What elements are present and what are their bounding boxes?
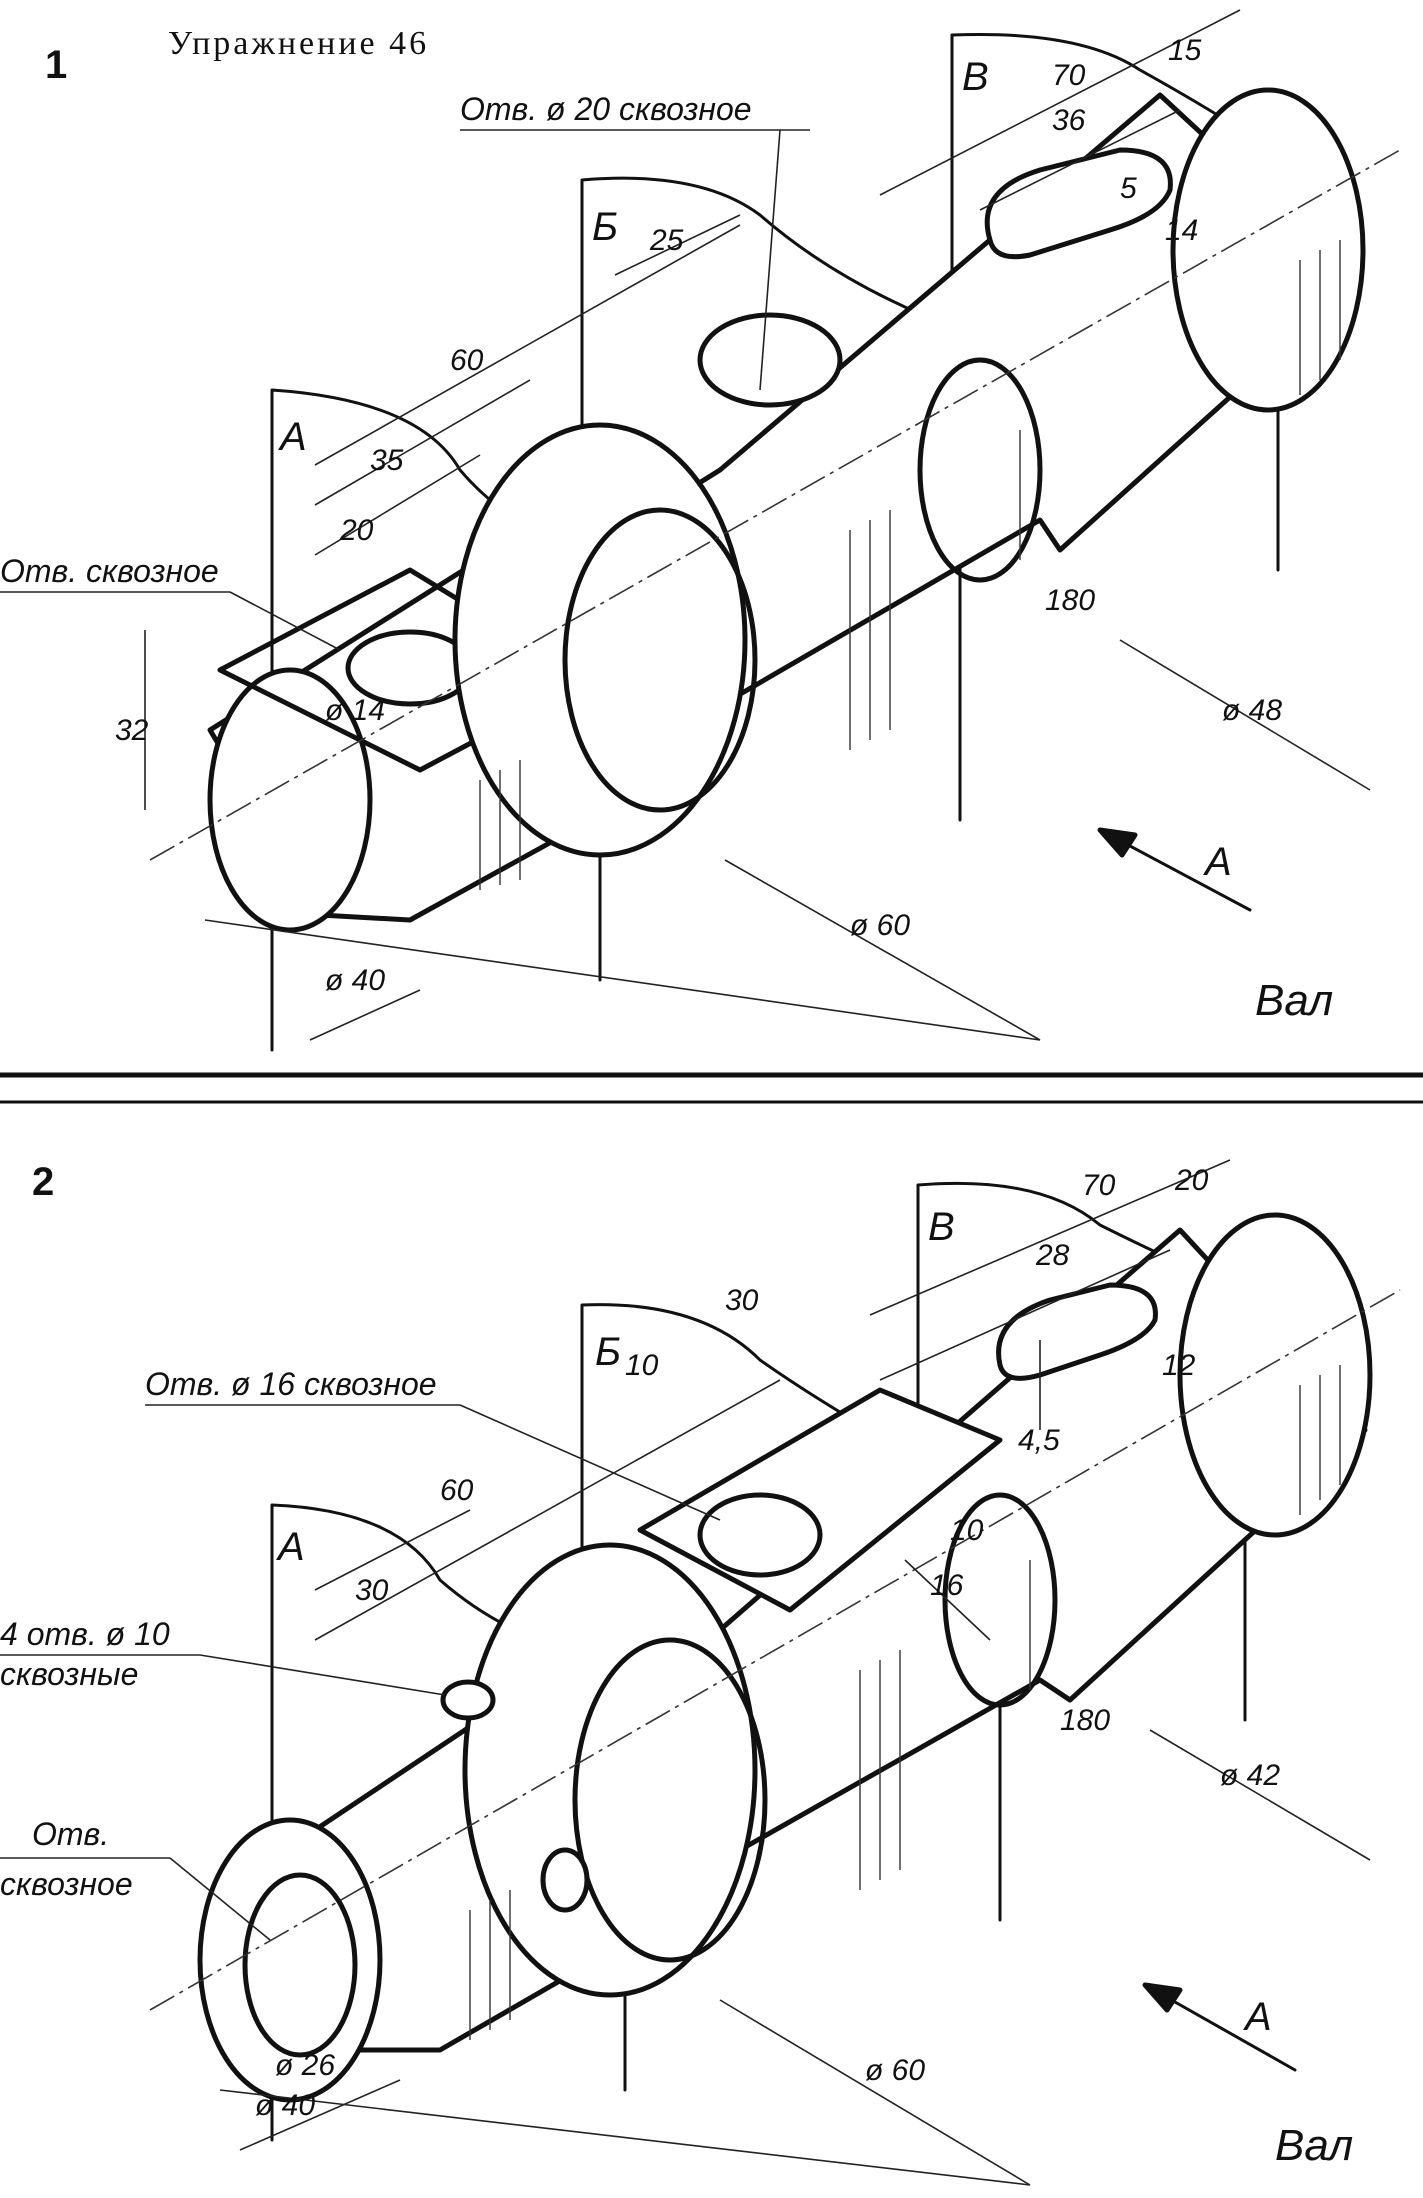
keyway-slot-1 <box>984 147 1173 260</box>
dim-25: 25 <box>649 224 684 257</box>
shaft-1-end-face <box>207 667 373 933</box>
plane-a-label: А <box>278 415 307 459</box>
dim2-10-top: 10 <box>625 1349 659 1382</box>
shaft-1-far-end <box>1170 87 1366 413</box>
shaft-2-collar-inner <box>572 1637 768 1963</box>
figure-1-drawing: 70 15 36 5 14 25 60 35 20 ø 14 32 180 ø … <box>0 9 1401 1052</box>
note2-through: сквозное <box>0 1866 133 1902</box>
dim2-180: 180 <box>1060 1704 1110 1737</box>
figure-1-number: 1 <box>45 43 67 87</box>
dim-35: 35 <box>370 444 404 477</box>
dim2-16: 16 <box>930 1569 964 1602</box>
hole-d20 <box>697 312 843 408</box>
plane-v-label: В <box>962 55 989 99</box>
dim2-d26: ø 26 <box>275 2049 335 2082</box>
dim2-20: 20 <box>1174 1164 1209 1197</box>
dim2-10-side: 10 <box>950 1514 984 1547</box>
shaft-2-collar-front <box>462 1542 758 1998</box>
figure-2-number: 2 <box>32 1160 54 1204</box>
shaft-1-shading <box>479 240 1341 890</box>
plane-v2-label: В <box>928 1205 955 1249</box>
dim-36: 36 <box>1052 104 1086 137</box>
shaft-1-ring <box>917 357 1043 583</box>
dim-d48: ø 48 <box>1222 694 1282 727</box>
dim-32: 32 <box>115 714 149 747</box>
figure-2-dimension-lines <box>219 1159 1371 2186</box>
shaft-1-axis <box>149 149 1401 861</box>
dim2-d42: ø 42 <box>1220 1759 1280 1792</box>
shaft-1-collar-front <box>452 422 748 858</box>
dim-d60: ø 60 <box>850 909 910 942</box>
shaft-2-axis <box>149 1289 1401 2011</box>
shaft-1-collar-inner <box>562 507 758 813</box>
dim2-4-5: 4,5 <box>1018 1424 1060 1457</box>
dim2-d60: ø 60 <box>865 2054 925 2087</box>
hole-d10-top <box>440 1679 496 1721</box>
view-arrow-2-label: А <box>1243 1995 1272 2039</box>
dim2-70: 70 <box>1082 1169 1116 1202</box>
exercise-title: Упражнение 46 <box>168 25 429 62</box>
dim-60: 60 <box>450 344 484 377</box>
shaft-2-end-face <box>197 1817 383 2103</box>
plane-a2-label: А <box>276 1525 305 1569</box>
hole-d10-side <box>540 1847 590 1913</box>
hole-d16 <box>697 1492 823 1578</box>
note2-hole: Отв. <box>32 1816 109 1852</box>
dim2-12: 12 <box>1162 1349 1196 1382</box>
figure-1-dimension-lines <box>144 9 1371 1041</box>
view-arrow-1-label: А <box>1203 840 1232 884</box>
note2-4-holes: 4 отв. ø 10 <box>0 1616 170 1652</box>
dim2-30-left: 30 <box>355 1574 389 1607</box>
note-hole-d20: Отв. ø 20 сквозное <box>460 91 752 127</box>
dim-15: 15 <box>1168 34 1202 67</box>
part-name-2: Вал <box>1275 2121 1353 2170</box>
dim-20: 20 <box>339 514 374 547</box>
shaft-2-bore <box>242 1872 358 2058</box>
shaft-2-shading <box>469 1365 1341 2040</box>
dim2-d40: ø 40 <box>255 2089 315 2122</box>
plane-b2-label: Б <box>595 1330 621 1374</box>
figure-2-drawing: 70 20 28 30 10 12 4,5 60 30 10 16 180 ø … <box>0 1159 1401 2186</box>
dim-70: 70 <box>1052 59 1086 92</box>
dim-180: 180 <box>1045 584 1095 617</box>
plane-b-label: Б <box>592 205 618 249</box>
shaft-2-ring <box>942 1492 1058 1708</box>
dim-d14: ø 14 <box>325 694 385 727</box>
part-name-1: Вал <box>1255 976 1333 1025</box>
note-hole-through: Отв. сквозное <box>0 553 219 589</box>
note2-hole-d16: Отв. ø 16 сквозное <box>145 1366 437 1402</box>
dim-5: 5 <box>1120 172 1137 205</box>
shaft-2-far-end <box>1177 1212 1373 1538</box>
dim2-28: 28 <box>1035 1239 1070 1272</box>
note2-through-plural: сквозные <box>0 1656 138 1692</box>
dim-d40: ø 40 <box>325 964 385 997</box>
dim2-60: 60 <box>440 1474 474 1507</box>
dim-14: 14 <box>1165 214 1198 247</box>
dim2-30-top: 30 <box>725 1284 759 1317</box>
